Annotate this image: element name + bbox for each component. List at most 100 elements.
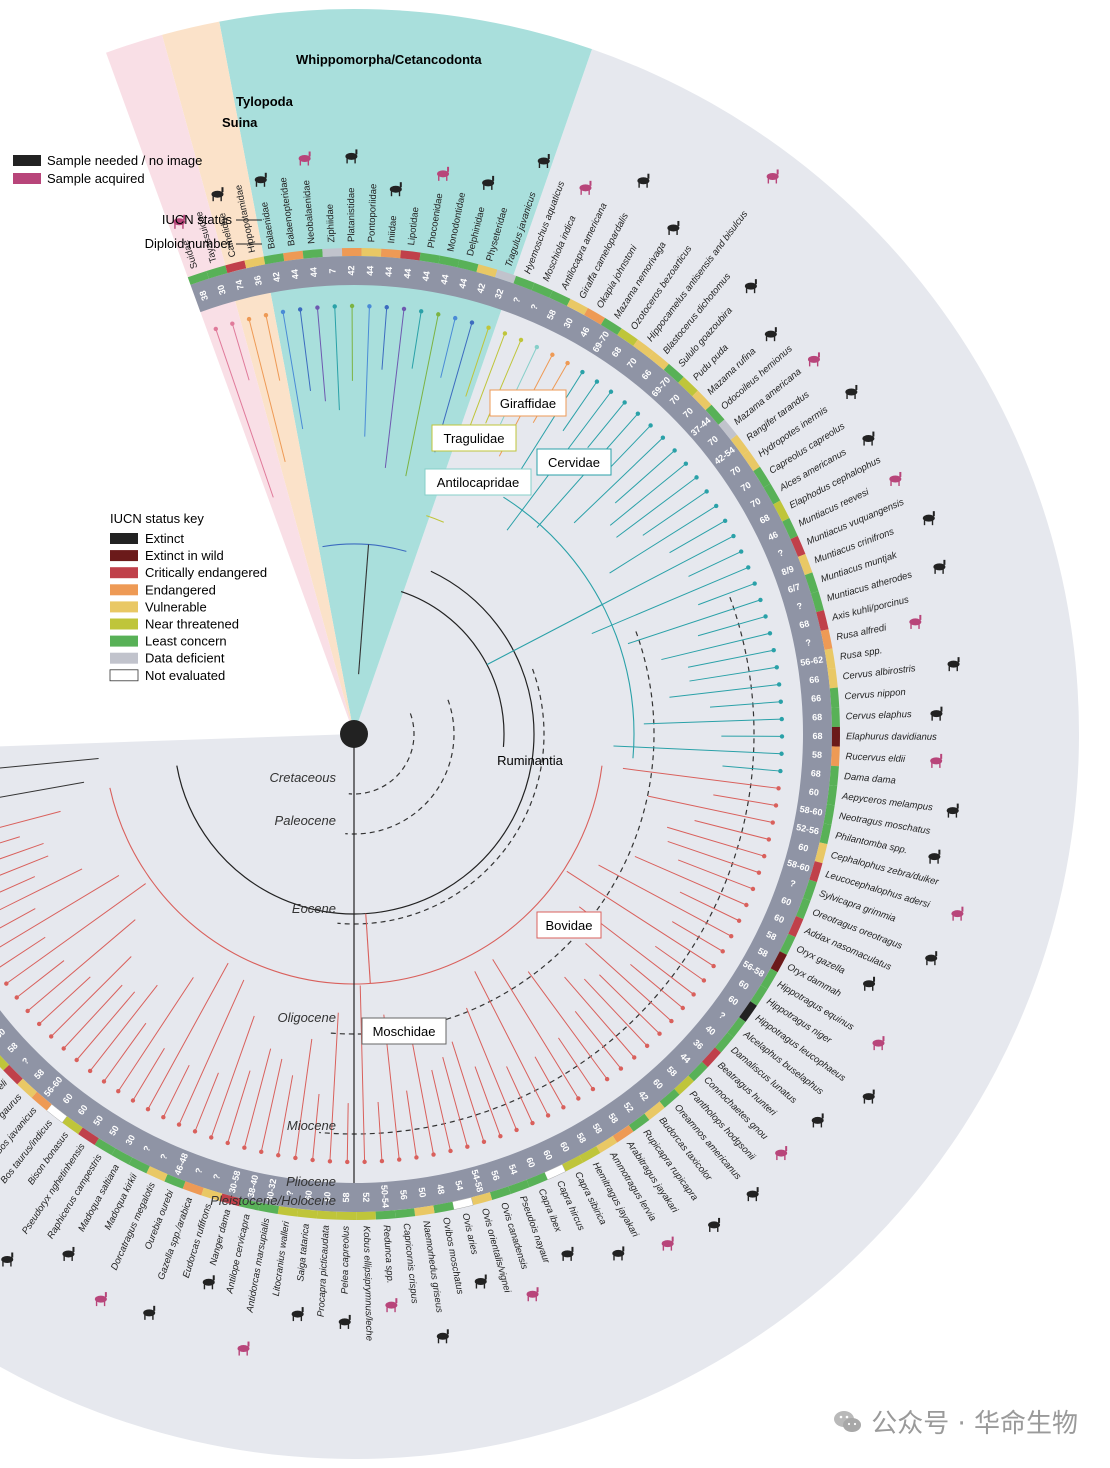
- tip-dot: [776, 786, 781, 791]
- iucn-cell: [718, 419, 737, 440]
- tree-branch: [377, 1101, 383, 1162]
- tip-dot: [401, 306, 407, 312]
- iucn-cell: [763, 483, 781, 505]
- iucn-cell: [206, 265, 228, 279]
- diploid-number: 44: [383, 266, 394, 277]
- tip-dot: [672, 448, 677, 453]
- iucn-cell: [495, 269, 517, 284]
- iucn-cell: [770, 951, 787, 973]
- group-tylopoda-label: Tylopoda: [236, 94, 294, 109]
- iucn-cell: [419, 252, 441, 264]
- iucn-cell: [244, 256, 266, 269]
- diploid-number: 58: [545, 308, 558, 321]
- animal-silhouette-icon: [143, 1305, 156, 1320]
- tip-dot: [779, 751, 784, 756]
- sample-needed-label: Sample needed / no image: [47, 153, 202, 168]
- ruminant-background: [0, 49, 1079, 1459]
- tree-branch: [0, 836, 20, 844]
- family-cervidae-label: Cervidae: [548, 455, 600, 470]
- tree-branch: [614, 450, 675, 504]
- diploid-number: 44: [457, 277, 469, 289]
- iucn-key-label: Vulnerable: [145, 599, 207, 614]
- tree-branch: [697, 616, 766, 637]
- animal-silhouette-icon: [764, 327, 777, 342]
- animal-silhouette-icon: [922, 511, 935, 526]
- diploid-number: 52-56: [795, 822, 820, 837]
- animal-silhouette-icon: [237, 1341, 250, 1356]
- tip-dot: [397, 1157, 402, 1162]
- iucn-cell: [584, 308, 606, 325]
- diploid-number: 60: [303, 1190, 314, 1201]
- tree-branch: [564, 976, 635, 1058]
- iucn-cell: [62, 1116, 83, 1135]
- iucn-cell: [513, 275, 535, 291]
- tip-dot: [752, 581, 757, 586]
- diploid-number: ?: [285, 1190, 296, 1197]
- diploid-number: 66: [809, 674, 820, 685]
- diploid-number: 60: [524, 1156, 537, 1169]
- diploid-number-label: Diploid number: [145, 236, 233, 251]
- tree-branch: [260, 1058, 283, 1152]
- tree-branch: [694, 820, 769, 840]
- era-pliocene: Pliocene: [286, 1174, 336, 1189]
- animal-silhouette-icon: [474, 1274, 487, 1289]
- tip-dot: [332, 304, 337, 309]
- iucn-cell: [688, 1061, 708, 1082]
- tip-dot: [680, 1005, 685, 1011]
- iucn-cell: [239, 1198, 260, 1211]
- iucn-key-label: Not evaluated: [145, 668, 225, 683]
- tree-branch: [117, 977, 194, 1092]
- diploid-number: 68: [610, 345, 624, 359]
- iucn-cell: [727, 1017, 746, 1038]
- tip-dot: [604, 1076, 610, 1082]
- animal-silhouette-icon: [708, 1217, 721, 1232]
- animal-silhouette-icon: [291, 1307, 304, 1322]
- iucn-cell: [692, 390, 712, 411]
- iucn-cell: [3, 1064, 23, 1085]
- phylogenetic-tree: [0, 303, 785, 1210]
- tip-dot: [384, 305, 389, 310]
- animal-silhouette-icon: [526, 1287, 539, 1302]
- animal-silhouette-icon: [211, 187, 224, 202]
- iucn-cell: [263, 253, 285, 265]
- diploid-number: 70: [739, 480, 753, 494]
- tree-branch: [671, 921, 723, 952]
- iucn-cell: [531, 282, 553, 298]
- tip-dot: [746, 565, 751, 570]
- diploid-number: 30-32: [264, 1178, 278, 1202]
- diploid-number: 70: [749, 496, 763, 510]
- diploid-number: ?: [211, 1173, 222, 1181]
- tip-label: Pontoporiidae: [366, 184, 379, 243]
- tip-label: Cervus nippon: [844, 687, 906, 703]
- diploid-number: 58: [591, 1122, 605, 1136]
- diploid-number: 58: [32, 1067, 46, 1081]
- tip-dot: [778, 699, 783, 704]
- family-tragulidae-label: Tragulidae: [444, 431, 505, 446]
- tree-branch: [329, 1012, 339, 1162]
- diploid-number: 74: [234, 279, 246, 291]
- iucn-cell: [826, 785, 838, 806]
- iucn-cell: [277, 1206, 299, 1217]
- iucn-cell: [128, 1157, 150, 1174]
- tip-dot: [701, 978, 707, 983]
- tree-branch: [598, 864, 732, 937]
- family-moschidae-label: Moschidae: [373, 1024, 436, 1039]
- family-giraffidae: Giraffidae: [489, 389, 567, 417]
- diploid-number: 68: [798, 618, 810, 630]
- tree-branch: [0, 810, 61, 828]
- animal-silhouette-icon: [862, 1089, 875, 1104]
- tip-dot: [418, 309, 424, 314]
- iucn-cell: [476, 264, 498, 278]
- tip-dot: [576, 1096, 581, 1101]
- iucn-cell: [730, 434, 749, 456]
- tree-branch: [687, 649, 774, 668]
- tree-branch: [679, 891, 740, 922]
- iucn-cell: [739, 1001, 757, 1022]
- iucn-cell: [674, 1075, 694, 1095]
- tip-dot: [779, 716, 784, 722]
- tip-label: Kobus ellipsiprymnus/leche: [361, 1226, 375, 1341]
- tree-branch: [0, 936, 46, 968]
- tree-branch: [334, 306, 340, 411]
- diploid-number: 46: [578, 325, 592, 339]
